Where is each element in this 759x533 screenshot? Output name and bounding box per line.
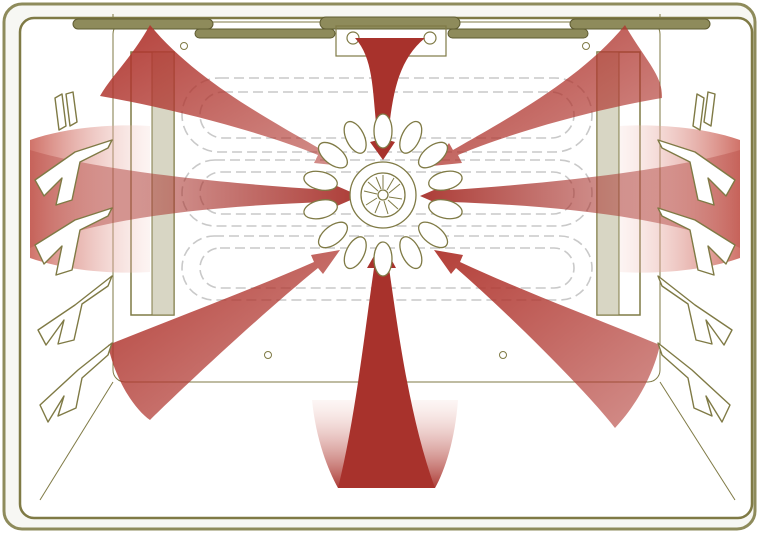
oven-airflow-diagram — [0, 0, 759, 533]
